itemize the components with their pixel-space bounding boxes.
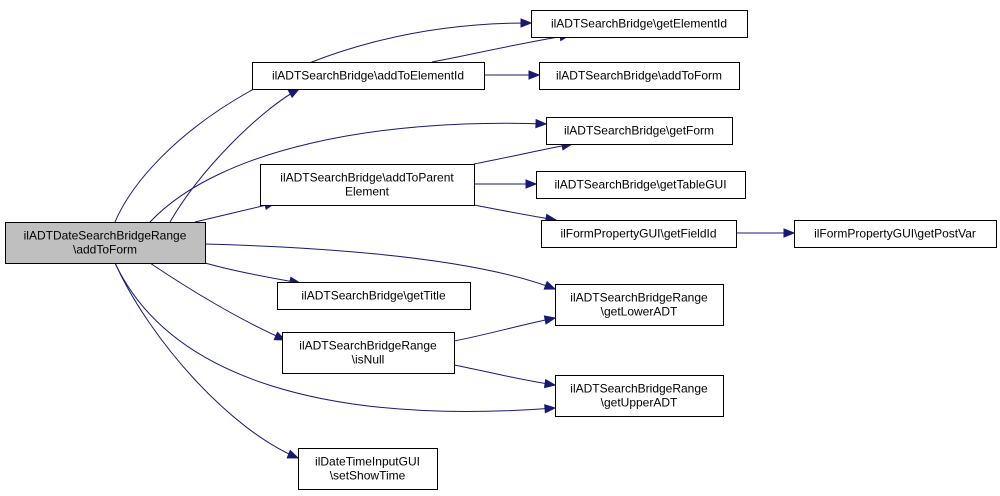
node-getTableGUI[interactable]: ilADTSearchBridge\getTableGUI — [536, 171, 746, 199]
node-isNull[interactable]: ilADTSearchBridgeRange\isNull — [282, 332, 455, 374]
edge-root-to-getUpperADT — [114, 262, 557, 414]
edge-line — [114, 22, 532, 223]
node-box — [5, 222, 206, 264]
node-label-line: ilADTSearchBridge\getTitle — [301, 289, 446, 303]
arrowhead — [783, 228, 796, 238]
edge-line — [473, 204, 557, 221]
arrowhead — [543, 280, 557, 290]
edge-line — [114, 262, 556, 412]
node-getTitle[interactable]: ilADTSearchBridge\getTitle — [277, 282, 471, 310]
edge-line — [204, 262, 301, 284]
node-box — [536, 171, 746, 199]
arrowhead — [287, 88, 301, 99]
node-addToFormBase[interactable]: ilADTSearchBridge\addToForm — [539, 62, 740, 90]
node-label-line: \setShowTime — [330, 469, 406, 483]
edge-root-to-setShowTime — [114, 262, 300, 459]
node-label-line: ilDateTimeInputGUI — [315, 455, 420, 469]
nodes-layer: ilADTDateSearchBridgeRange\addToFormilAD… — [5, 10, 997, 490]
edge-root-to-getLowerADT — [204, 243, 557, 290]
edge-addToParentElement-to-getTableGUI — [474, 179, 538, 189]
arrowhead — [543, 378, 557, 389]
node-box — [298, 448, 438, 490]
arrowhead — [286, 449, 300, 459]
node-box — [252, 62, 485, 90]
arrowhead — [525, 179, 538, 189]
node-label-line: \isNull — [352, 353, 385, 367]
edge-addToElementId-to-addToFormBase — [484, 70, 541, 80]
node-label-line: \getLowerADT — [601, 305, 678, 319]
arrowhead — [528, 70, 541, 80]
node-label-line: ilADTSearchBridge\getTableGUI — [554, 178, 726, 192]
node-box — [531, 10, 748, 38]
node-box — [794, 220, 997, 248]
node-label-line: ilADTDateSearchBridgeRange — [24, 229, 187, 243]
node-label-line: ilADTSearchBridgeRange — [570, 291, 708, 305]
node-box — [541, 220, 737, 248]
node-label-line: \getUpperADT — [601, 396, 678, 410]
node-label-line: ilADTSearchBridge\getElementId — [551, 17, 727, 31]
arrowhead — [544, 404, 557, 414]
edges-layer — [114, 18, 796, 459]
node-getElementId[interactable]: ilADTSearchBridge\getElementId — [531, 10, 748, 38]
edge-line — [431, 34, 571, 63]
edge-line — [204, 243, 556, 290]
edge-line — [453, 317, 556, 342]
edge-root-to-isNull — [149, 262, 287, 341]
edge-line — [149, 262, 286, 341]
node-label-line: ilADTSearchBridge\addToParent — [280, 171, 454, 185]
node-getLowerADT[interactable]: ilADTSearchBridgeRange\getLowerADT — [555, 284, 724, 326]
node-box — [539, 62, 740, 90]
node-label-line: ilFormPropertyGUI\getFieldId — [560, 227, 716, 241]
arrowhead — [520, 18, 533, 28]
node-getForm[interactable]: ilADTSearchBridge\getForm — [546, 117, 733, 145]
node-box — [546, 117, 733, 145]
node-addToElementId[interactable]: ilADTSearchBridge\addToElementId — [252, 62, 485, 90]
node-label-line: ilADTSearchBridge\getForm — [564, 124, 714, 138]
edge-addToParentElement-to-getFieldId — [473, 204, 558, 224]
node-box — [555, 284, 724, 326]
node-getUpperADT[interactable]: ilADTSearchBridgeRange\getUpperADT — [555, 375, 724, 417]
edge-root-to-getTitle — [204, 262, 302, 286]
edge-root-to-getElementId — [114, 18, 533, 223]
edge-isNull-to-getLowerADT — [453, 315, 557, 342]
arrowhead — [543, 315, 557, 325]
node-label-line: ilADTSearchBridge\addToElementId — [272, 69, 464, 83]
edge-root-to-getForm — [149, 118, 548, 223]
node-label-line: \addToForm — [73, 243, 137, 257]
node-setShowTime[interactable]: ilDateTimeInputGUI\setShowTime — [298, 448, 438, 490]
node-box — [260, 164, 475, 206]
node-label-line: ilADTSearchBridgeRange — [299, 339, 437, 353]
node-label-line: ilFormPropertyGUI\getPostVar — [814, 227, 976, 241]
edge-isNull-to-getUpperADT — [453, 364, 557, 389]
node-box — [277, 282, 471, 310]
edge-line — [149, 122, 547, 223]
edge-line — [473, 143, 573, 165]
edge-line — [169, 88, 300, 223]
node-label-line: ilADTSearchBridge\addToForm — [556, 69, 722, 83]
node-box — [555, 375, 724, 417]
edge-getFieldId-to-getPostVar — [736, 228, 796, 238]
edge-line — [114, 262, 299, 459]
node-getFieldId[interactable]: ilFormPropertyGUI\getFieldId — [541, 220, 737, 248]
node-label-line: Element — [345, 185, 390, 199]
node-getPostVar[interactable]: ilFormPropertyGUI\getPostVar — [794, 220, 997, 248]
arrowhead — [535, 118, 548, 129]
edge-line — [453, 364, 556, 386]
node-root[interactable]: ilADTDateSearchBridgeRange\addToForm — [5, 222, 206, 264]
node-label-line: ilADTSearchBridgeRange — [570, 382, 708, 396]
edge-addToParentElement-to-getForm — [473, 141, 574, 165]
node-box — [282, 332, 455, 374]
